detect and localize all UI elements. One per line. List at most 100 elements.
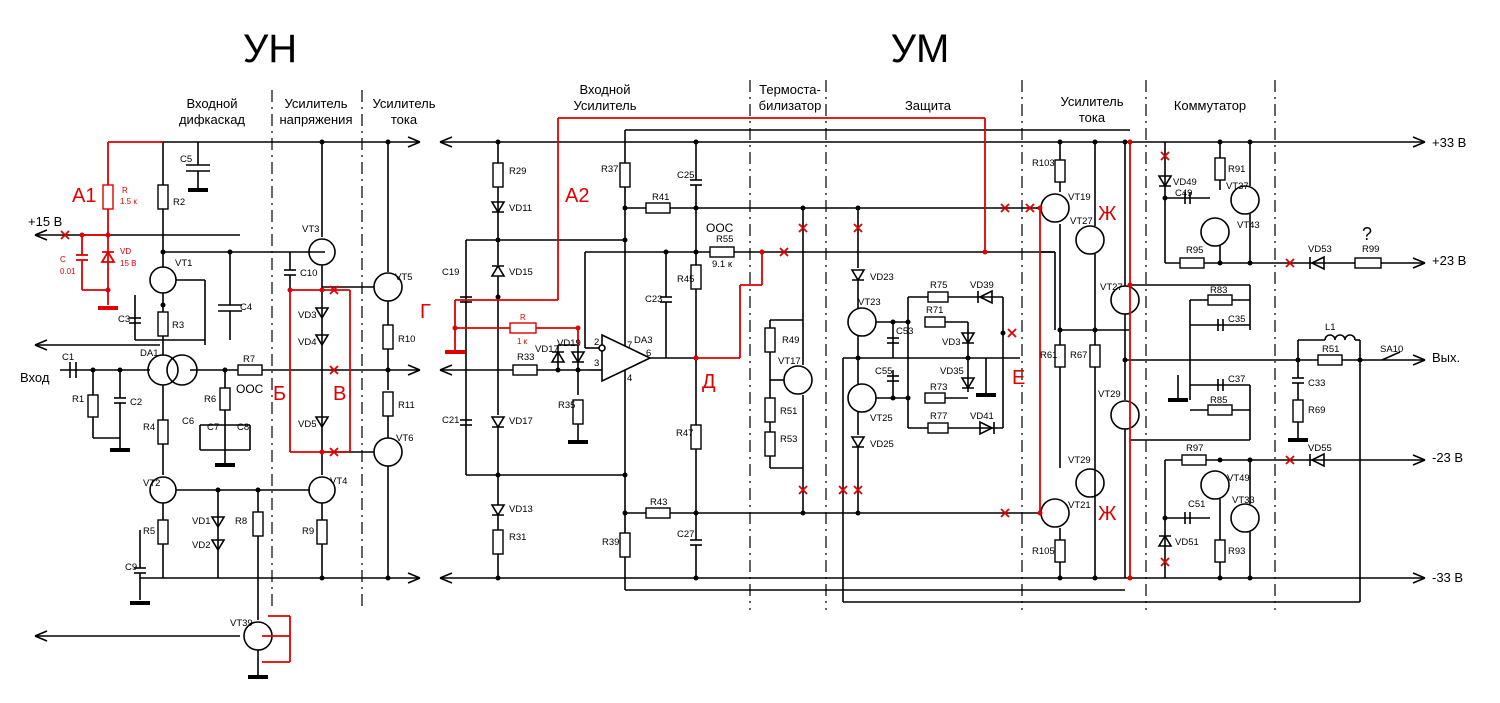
svg-text:0.01: 0.01 xyxy=(60,267,76,276)
svg-text:R49: R49 xyxy=(782,335,799,346)
svg-text:C33: C33 xyxy=(1308,378,1325,389)
svg-text:?: ? xyxy=(1362,224,1372,244)
svg-text:VT4: VT4 xyxy=(330,476,347,487)
svg-text:DA1: DA1 xyxy=(140,348,158,359)
um-protection xyxy=(842,205,1361,603)
svg-text:7: 7 xyxy=(627,340,632,351)
svg-text:дифкаскад: дифкаскад xyxy=(179,112,245,127)
svg-text:R41: R41 xyxy=(652,192,669,203)
power-rails: +33 В -33 В +23 В -23 В Вых. +15 В Вход xyxy=(20,135,1466,642)
svg-text:C23: C23 xyxy=(645,294,662,305)
svg-text:билизатор: билизатор xyxy=(759,98,822,113)
svg-text:R55: R55 xyxy=(716,234,733,245)
svg-text:VT1: VT1 xyxy=(175,258,192,269)
um-red-mods xyxy=(445,117,1133,581)
svg-text:R1: R1 xyxy=(72,394,84,405)
svg-text:R31: R31 xyxy=(509,532,526,543)
svg-text:C37: C37 xyxy=(1228,374,1245,385)
svg-text:VT37: VT37 xyxy=(1226,181,1249,192)
svg-text:VT19: VT19 xyxy=(1068,192,1091,203)
svg-text:C1: C1 xyxy=(62,352,74,363)
component-labels: C5 R2 VT1 R3 C3 C4 DA1 C1 R1 C2 R4 R6 C6… xyxy=(62,154,1403,629)
svg-text:R99: R99 xyxy=(1362,244,1379,255)
svg-text:VT6: VT6 xyxy=(396,433,413,444)
svg-text:Д: Д xyxy=(702,371,716,393)
svg-text:Входной: Входной xyxy=(186,96,237,111)
um-commutator xyxy=(1130,139,1401,581)
svg-text:+23 В: +23 В xyxy=(1432,253,1466,268)
svg-text:VD55: VD55 xyxy=(1308,443,1332,454)
svg-text:Усилитель: Усилитель xyxy=(285,96,348,111)
svg-text:R3: R3 xyxy=(172,320,184,331)
svg-text:+15 В: +15 В xyxy=(28,214,62,229)
svg-text:VD4: VD4 xyxy=(298,337,316,348)
svg-text:ООС: ООС xyxy=(706,221,734,235)
svg-text:VT17: VT17 xyxy=(778,356,801,367)
svg-text:-33 В: -33 В xyxy=(1432,570,1463,585)
svg-text:VD39: VD39 xyxy=(970,280,994,291)
svg-text:R71: R71 xyxy=(926,305,943,316)
svg-text:C27: C27 xyxy=(677,529,694,540)
un-amp-stages xyxy=(284,139,403,581)
svg-text:C7: C7 xyxy=(207,422,219,433)
svg-text:R93: R93 xyxy=(1228,546,1245,557)
svg-text:VT29: VT29 xyxy=(1068,455,1091,466)
svg-text:9.1 к: 9.1 к xyxy=(712,259,733,270)
svg-text:VT3: VT3 xyxy=(302,224,319,235)
svg-text:VD2: VD2 xyxy=(192,540,210,551)
svg-text:напряжения: напряжения xyxy=(280,112,353,127)
svg-text:C5: C5 xyxy=(180,154,192,165)
svg-text:R95: R95 xyxy=(1186,245,1203,256)
svg-text:VT21: VT21 xyxy=(1068,500,1091,511)
svg-text:C35: C35 xyxy=(1228,314,1245,325)
svg-text:R29: R29 xyxy=(509,166,526,177)
svg-text:VT23: VT23 xyxy=(858,297,881,308)
title-un: УН xyxy=(243,27,297,71)
section-titles: Входной дифкаскад Усилитель напряжения У… xyxy=(179,82,1246,127)
feedback-labels: ООС ООС 9.1 к xyxy=(236,221,734,396)
svg-text:Вых.: Вых. xyxy=(1432,350,1460,365)
svg-text:C2: C2 xyxy=(130,397,142,408)
cut-marks xyxy=(60,151,1295,567)
svg-text:C9: C9 xyxy=(125,562,137,573)
svg-text:R75: R75 xyxy=(930,280,947,291)
svg-text:VT25: VT25 xyxy=(870,413,893,424)
svg-text:C53: C53 xyxy=(896,326,913,337)
svg-text:R91: R91 xyxy=(1228,164,1245,175)
svg-text:2: 2 xyxy=(594,337,599,348)
svg-text:VD17: VD17 xyxy=(535,344,559,355)
svg-text:VD53: VD53 xyxy=(1308,244,1332,255)
svg-text:R97: R97 xyxy=(1186,443,1203,454)
svg-text:15 В: 15 В xyxy=(120,259,136,268)
mod-labels: R 1.5 к C 0.01 VD 15 В R 1 к xyxy=(60,186,528,346)
svg-text:R105: R105 xyxy=(1032,546,1055,557)
svg-text:R51: R51 xyxy=(1322,344,1339,355)
svg-text:VD23: VD23 xyxy=(870,272,894,283)
svg-text:C49: C49 xyxy=(1175,188,1192,199)
svg-text:R39: R39 xyxy=(602,537,619,548)
svg-text:C4: C4 xyxy=(240,302,252,313)
svg-text:3: 3 xyxy=(594,358,599,369)
svg-text:R: R xyxy=(520,313,526,322)
un-red-mods xyxy=(76,141,351,663)
svg-text:L1: L1 xyxy=(1325,322,1336,333)
svg-text:C10: C10 xyxy=(300,268,317,279)
section-dividers xyxy=(271,80,1276,610)
svg-text:R9: R9 xyxy=(302,526,314,537)
svg-text:Ж: Ж xyxy=(1098,203,1117,225)
svg-text:R67: R67 xyxy=(1070,350,1087,361)
svg-text:VD41: VD41 xyxy=(970,411,994,422)
svg-text:C: C xyxy=(60,255,66,264)
svg-text:VD3: VD3 xyxy=(942,337,960,348)
svg-text:Усилитель: Усилитель xyxy=(1061,94,1124,109)
svg-text:R10: R10 xyxy=(398,334,415,345)
svg-text:R45: R45 xyxy=(677,274,694,285)
svg-text:Вход: Вход xyxy=(20,370,50,385)
svg-text:C55: C55 xyxy=(875,366,892,377)
svg-text:ООС: ООС xyxy=(236,382,264,396)
svg-text:Термоста-: Термоста- xyxy=(759,82,821,97)
svg-text:Е: Е xyxy=(1012,367,1025,389)
svg-text:R7: R7 xyxy=(243,354,255,365)
svg-text:VD19: VD19 xyxy=(557,338,581,349)
svg-text:6: 6 xyxy=(646,348,651,359)
